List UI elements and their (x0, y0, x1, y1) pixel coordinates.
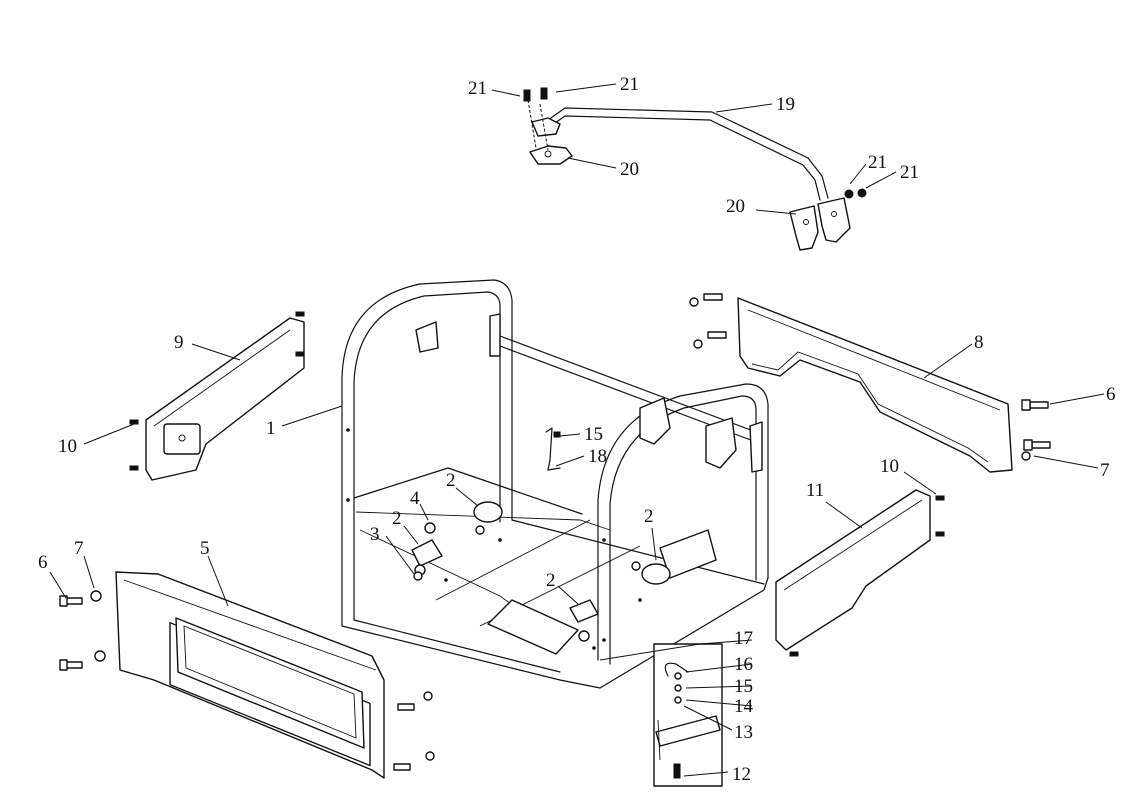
callout-4: 4 (410, 488, 420, 509)
callout-18: 18 (588, 446, 607, 467)
callout-5: 5 (200, 538, 210, 559)
lifting-handle-assembly (523, 87, 867, 251)
callout-21: 21 (868, 152, 887, 173)
callout-6: 6 (38, 552, 48, 573)
callout-10: 10 (58, 436, 77, 457)
detail-inset (653, 643, 723, 787)
callout-20: 20 (620, 159, 639, 180)
bolt-6-left (59, 595, 83, 607)
callout-3: 3 (370, 524, 380, 545)
callout-14: 14 (734, 696, 754, 717)
callout-12: 12 (732, 764, 751, 785)
callout-17: 17 (734, 628, 753, 649)
main-frame-1 (341, 279, 769, 689)
callout-21: 21 (620, 74, 639, 95)
side-rail-9 (129, 311, 305, 481)
callout-2: 2 (446, 470, 456, 491)
bolt-top-left-b (693, 331, 727, 349)
callout-20: 20 (726, 196, 745, 217)
nut-4 (424, 522, 436, 534)
rubber-mount-2d (569, 599, 599, 642)
side-rail-11 (775, 489, 945, 657)
leader-lines (49, 83, 1105, 777)
callout-2: 2 (644, 506, 654, 527)
callout-6: 6 (1106, 384, 1116, 405)
bolt-top-left-a (689, 293, 723, 307)
rubber-mount-2c (631, 561, 671, 585)
bolt-21-left-a (523, 89, 531, 102)
bolt-panel-right-a (397, 691, 433, 711)
washer-3 (413, 571, 423, 581)
callout-21: 21 (468, 78, 487, 99)
front-panel-5 (59, 571, 435, 779)
callout-2: 2 (546, 570, 556, 591)
clip-18 (545, 427, 561, 471)
callout-8: 8 (974, 332, 984, 353)
callout-10: 10 (880, 456, 899, 477)
bolt-panel-right-b (393, 751, 435, 771)
callout-15: 15 (584, 424, 603, 445)
callout-9: 9 (174, 332, 184, 353)
nut-7-left-b (94, 650, 106, 662)
callout-2: 2 (392, 508, 402, 529)
rear-panel-8 (689, 293, 1051, 473)
bolt-6-left-b (59, 659, 83, 671)
bolt-6-right (1021, 399, 1049, 411)
nut-7-left (90, 590, 102, 602)
callout-7: 7 (1100, 460, 1110, 481)
bolt-6b-right (1023, 439, 1051, 451)
bolt-21-left-b (540, 87, 548, 100)
callout-19: 19 (776, 94, 795, 115)
callout-11: 11 (806, 480, 824, 501)
callout-7: 7 (74, 538, 84, 559)
bolt-21-right-a (844, 189, 854, 199)
callout-21: 21 (900, 162, 919, 183)
bolt-21-right-b (857, 188, 867, 198)
callout-15: 15 (734, 676, 753, 697)
nut-7-right (1021, 451, 1031, 461)
callout-labels: 21 21 19 20 21 21 20 9 8 6 7 1 10 15 18 … (38, 74, 1116, 785)
callout-13: 13 (734, 722, 753, 743)
callout-1: 1 (266, 418, 276, 439)
callout-16: 16 (734, 654, 753, 675)
rubber-mount-2a (473, 501, 503, 535)
rubber-mount-2b (411, 539, 443, 576)
